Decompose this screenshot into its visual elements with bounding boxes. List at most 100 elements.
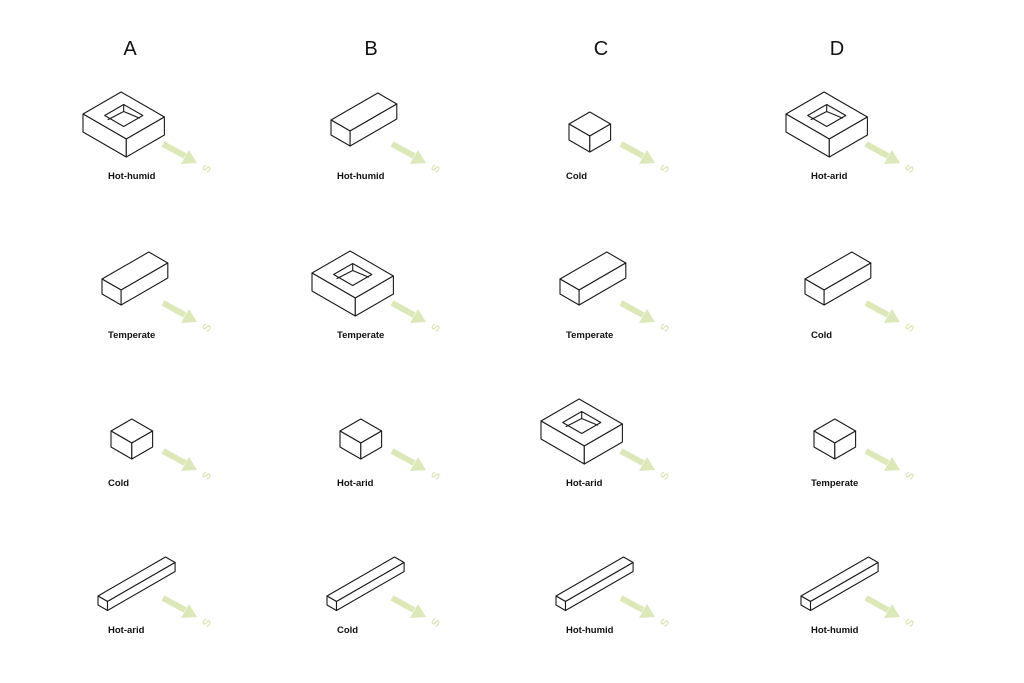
south-label: S [200, 322, 214, 334]
climate-label: Hot-humid [811, 625, 859, 636]
south-label: S [658, 322, 672, 334]
cell-a-4: S Hot-arid [97, 556, 214, 636]
cube-block [339, 418, 383, 460]
block-top-face [326, 556, 405, 603]
south-label: S [429, 322, 443, 334]
south-arrow-icon: S [390, 448, 443, 482]
courtyard-opening [562, 410, 602, 435]
south-arrow-head [884, 604, 900, 618]
block-side-face [354, 275, 394, 317]
block-side-face [349, 103, 398, 147]
climate-label: Hot-arid [108, 625, 145, 636]
cell-a-2: S Temperate [101, 251, 214, 341]
south-label: S [903, 617, 917, 629]
south-arrow-icon: S [864, 448, 917, 482]
south-arrow-head [410, 150, 426, 164]
south-arrow-head [884, 309, 900, 323]
column-header-b: B [364, 38, 377, 60]
south-arrow-icon: S [390, 141, 443, 175]
south-arrow-shaft [161, 595, 187, 613]
south-arrow-shaft [161, 300, 187, 318]
south-label: S [903, 470, 917, 482]
climate-label: Hot-humid [108, 171, 156, 182]
courtyard-block [82, 91, 165, 158]
cube-block [110, 418, 154, 460]
block-side-face [131, 430, 154, 460]
south-arrow-icon: S [161, 141, 214, 175]
courtyard-block [785, 91, 868, 158]
south-arrow-icon: S [161, 300, 214, 334]
south-arrow-head [884, 150, 900, 164]
diagram-cells: SHot-humidSTemperateSColdSHot-aridSHot-h… [82, 91, 917, 636]
slab-block [800, 556, 879, 612]
south-arrow-shaft [619, 595, 645, 613]
south-arrow-shaft [390, 141, 416, 159]
south-arrow-shaft [161, 448, 187, 466]
south-arrow-icon: S [864, 595, 917, 629]
block-side-face [823, 262, 872, 306]
courtyard-opening [104, 103, 144, 128]
south-arrow-icon: S [619, 448, 672, 482]
block-side-face [589, 123, 612, 153]
south-arrow-icon: S [390, 595, 443, 629]
south-label: S [200, 163, 214, 175]
courtyard-block [540, 398, 623, 465]
south-label: S [658, 470, 672, 482]
south-label: S [658, 617, 672, 629]
cell-a-3: S Cold [108, 418, 214, 489]
climate-label: Temperate [108, 330, 155, 341]
south-arrow-shaft [619, 141, 645, 159]
south-arrow-icon: S [619, 300, 672, 334]
block-side-face [828, 116, 868, 158]
cell-b-2: S Temperate [311, 250, 443, 341]
climate-label: Hot-arid [337, 478, 374, 489]
south-label: S [200, 470, 214, 482]
climate-label: Cold [108, 478, 129, 489]
climate-label: Hot-arid [811, 171, 848, 182]
south-arrow-shaft [864, 141, 890, 159]
south-arrow-shaft [619, 448, 645, 466]
column-header-a: A [123, 38, 137, 60]
south-arrow-head [884, 457, 900, 471]
climate-label: Cold [811, 330, 832, 341]
slab-block [555, 556, 634, 612]
south-arrow-shaft [161, 141, 187, 159]
climate-label: Temperate [337, 330, 384, 341]
south-arrow-shaft [864, 595, 890, 613]
cell-d-2: S Cold [804, 251, 917, 341]
south-label: S [903, 163, 917, 175]
block-side-face [564, 561, 634, 612]
south-arrow-head [639, 457, 655, 471]
bar-block [330, 92, 398, 147]
climate-label: Hot-humid [566, 625, 614, 636]
south-arrow-icon: S [161, 448, 214, 482]
south-arrow-head [181, 457, 197, 471]
column-header-c: C [594, 38, 608, 60]
block-top-face [555, 556, 634, 603]
block-side-face [360, 430, 383, 460]
slab-block [326, 556, 405, 612]
south-arrow-shaft [619, 300, 645, 318]
block-top-face [800, 556, 879, 603]
south-arrow-icon: S [864, 300, 917, 334]
block-top-face [97, 556, 176, 603]
block-side-face [809, 561, 879, 612]
south-arrow-head [639, 309, 655, 323]
block-side-face [120, 262, 169, 306]
cell-d-1: S Hot-arid [785, 91, 917, 182]
south-arrow-head [181, 150, 197, 164]
south-arrow-shaft [390, 448, 416, 466]
south-arrow-shaft [390, 595, 416, 613]
cube-block [568, 111, 612, 153]
climate-label: Cold [337, 625, 358, 636]
south-arrow-icon: S [390, 300, 443, 334]
south-arrow-icon: S [161, 595, 214, 629]
south-arrow-icon: S [619, 141, 672, 175]
south-label: S [429, 470, 443, 482]
